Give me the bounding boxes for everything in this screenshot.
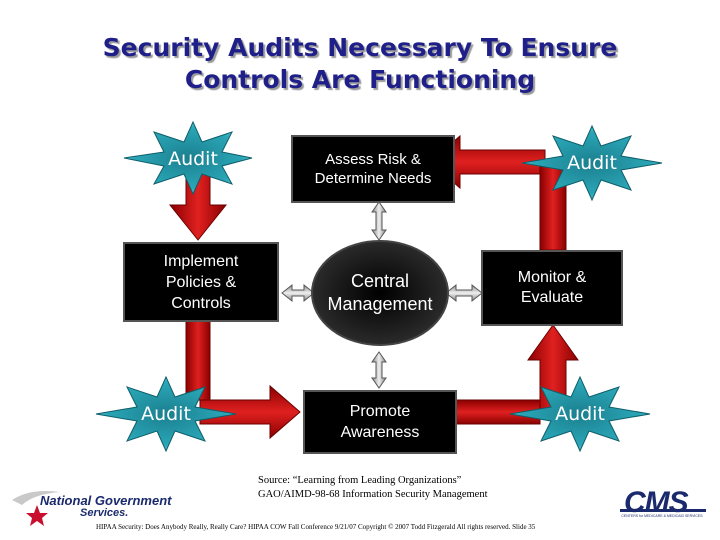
node-monitor-label: Monitor & Evaluate — [517, 269, 587, 306]
audit-bottom-right-label: Audit — [555, 403, 605, 425]
starburst-top-right — [521, 124, 663, 202]
cms-logo-subtitle: CENTERS for MEDICARE & MEDICAID SERVICES — [621, 514, 703, 518]
slide-title-line2: Controls Are Functioning — [184, 65, 536, 94]
box-promote — [303, 390, 457, 454]
connector-central-monitor — [445, 283, 483, 303]
ngs-logo-line1: National Government — [40, 493, 172, 508]
box-assess — [291, 135, 455, 203]
node-assess-label: Assess Risk & Determine Needs — [314, 151, 432, 187]
cms-logo-graphic — [620, 509, 706, 512]
starburst-bottom-left — [95, 375, 237, 453]
arrow-bottom-left — [199, 384, 301, 440]
source-citation: Source: “Learning from Leading Organizat… — [258, 475, 488, 500]
ngs-logo-graphic — [12, 491, 60, 526]
box-monitor — [481, 250, 623, 326]
node-implement-label: Implement Policies & Controls — [163, 252, 239, 312]
ellipse-central — [311, 240, 449, 346]
connector-central-promote — [371, 351, 387, 389]
slide-title-line1: Security Audits Necessary To Ensure — [102, 33, 618, 62]
audit-bottom-left-label: Audit — [141, 403, 191, 425]
audit-top-left-label: Audit — [168, 148, 218, 170]
connector-implement-central — [281, 283, 315, 303]
audit-top-right-label: Audit — [567, 152, 617, 174]
box-implement — [123, 242, 279, 322]
arrow-left-lower — [185, 319, 211, 401]
node-central-label: Central Management — [327, 271, 433, 314]
node-promote-label: Promote Awareness — [340, 403, 420, 441]
starburst-top-left — [123, 120, 253, 196]
starburst-bottom-right — [509, 375, 651, 453]
ngs-logo-line2: Services. — [80, 507, 129, 519]
connector-assess-central — [371, 201, 387, 241]
cms-logo: CMS — [624, 486, 689, 519]
slide-title: Security Audits Necessary To Ensure Cont… — [40, 32, 680, 96]
slide-footer: HIPAA Security: Does Anybody Really, Rea… — [96, 523, 536, 531]
